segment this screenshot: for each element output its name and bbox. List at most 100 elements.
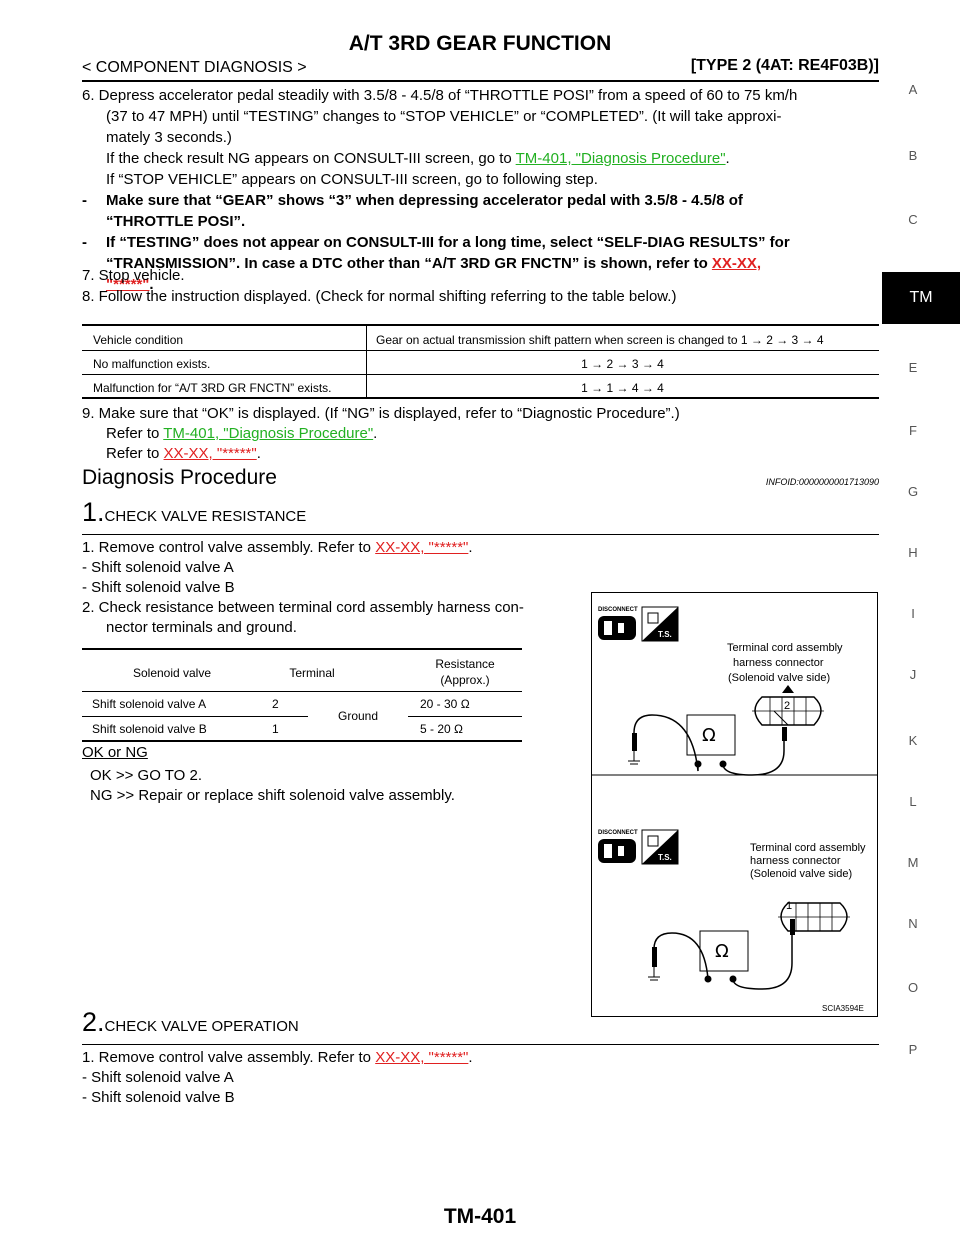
side-index-i[interactable]: I: [911, 606, 915, 621]
type-label: [TYPE 2 (4AT: RE4F03B)]: [690, 57, 879, 74]
side-index-tm-active[interactable]: TM: [882, 272, 960, 324]
bottom-connector-label-2: harness connector: [750, 855, 841, 867]
shift-table-r2c1: Malfunction for “A/T 3RD GR FNCTN” exist…: [93, 381, 332, 395]
bottom-connector-label-3: (Solenoid valve side): [750, 868, 852, 880]
step7: 7. Stop vehicle.: [82, 267, 185, 284]
shift-table-r2c2: 1 → 1 → 4 → 4: [581, 381, 664, 395]
side-index-c[interactable]: C: [908, 212, 918, 227]
step9-line1: 9. Make sure that “OK” is displayed. (If…: [82, 405, 680, 422]
step6-bullet2b: “TRANSMISSION”. In case a DTC other than…: [106, 255, 762, 272]
top-connector-label-1: Terminal cord assembly: [727, 642, 843, 654]
side-index-g[interactable]: G: [907, 484, 919, 499]
top-connector-label-2: harness connector: [733, 657, 824, 669]
side-index-b[interactable]: B: [908, 148, 918, 163]
figure-code: SCIA3594E: [822, 1004, 864, 1013]
link-xx-xx[interactable]: XX-XX, "*****": [375, 539, 469, 556]
res-r2-solenoid: Shift solenoid valve B: [92, 722, 207, 736]
step9-line3: Refer to XX-XX, "*****".: [106, 445, 261, 462]
check2-rule: [82, 1044, 879, 1045]
step6-line3: mately 3 seconds.): [106, 129, 232, 146]
disconnect-label: DISCONNECT: [598, 607, 638, 613]
table-rule: [82, 350, 879, 351]
check1-line1: 1. Remove control valve assembly. Refer …: [82, 539, 473, 556]
step6-bullet1a: Make sure that “GEAR” shows “3” when dep…: [106, 192, 743, 209]
side-index-n[interactable]: N: [908, 916, 918, 931]
link-xx-xx[interactable]: XX-XX,: [711, 255, 762, 272]
disconnect-icon: [598, 616, 636, 640]
connector-arrow-icon: [782, 685, 794, 693]
header-rule: [82, 80, 879, 82]
bullet-dash: -: [82, 234, 87, 251]
step6-bullet2a: If “TESTING” does not appear on CONSULT-…: [106, 234, 790, 251]
step6-line2: (37 to 47 MPH) until “TESTING” changes t…: [106, 108, 782, 125]
harness-connector-icon: [752, 696, 824, 726]
res-ground: Ground: [337, 709, 379, 723]
side-index-h[interactable]: H: [908, 545, 918, 560]
link-xx-xx[interactable]: XX-XX, "*****": [163, 445, 257, 462]
check1-line4: 2. Check resistance between terminal cor…: [82, 599, 524, 616]
res-header-resistance: Resistance: [435, 657, 495, 671]
link-tm-401[interactable]: TM-401, "Diagnosis Procedure": [515, 150, 726, 167]
link-xx-xx[interactable]: XX-XX, "*****": [375, 1049, 469, 1066]
res-r1-terminal: 2: [272, 697, 279, 711]
side-index-e[interactable]: E: [908, 360, 918, 375]
ok-result[interactable]: OK >> GO TO 2.: [90, 767, 202, 784]
res-r1-value: 20 - 30 Ω: [420, 697, 470, 711]
page-number: TM-401: [443, 1205, 517, 1228]
harness-connector-icon: [778, 902, 850, 932]
check1-line5: nector terminals and ground.: [106, 619, 297, 636]
top-terminal-number: 2: [784, 700, 790, 712]
ng-result: NG >> Repair or replace shift solenoid v…: [90, 787, 455, 804]
check1-line2: - Shift solenoid valve A: [82, 559, 234, 576]
res-header-approx: (Approx.): [440, 673, 490, 687]
res-table-rule-bottom: [82, 740, 522, 742]
check1-heading: 1.CHECK VALVE RESISTANCE: [82, 497, 307, 527]
ohm-symbol: Ω: [702, 725, 716, 746]
bullet-dash: -: [82, 192, 87, 209]
probe-icon: [790, 919, 795, 935]
side-index-o[interactable]: O: [907, 980, 919, 995]
side-index-k[interactable]: K: [908, 733, 918, 748]
check2-line3: - Shift solenoid valve B: [82, 1089, 235, 1106]
side-index-m[interactable]: M: [907, 855, 919, 870]
res-r2-value: 5 - 20 Ω: [420, 722, 463, 736]
side-index-a[interactable]: A: [908, 82, 918, 97]
side-index-j[interactable]: J: [909, 667, 917, 682]
check2-heading: 2.CHECK VALVE OPERATION: [82, 1007, 299, 1037]
tester-icon: [641, 829, 679, 865]
shift-table-header-1: Vehicle condition: [93, 333, 184, 347]
shift-table-header-2: Gear on actual transmission shift patter…: [376, 333, 824, 347]
ts-label: T.S.: [658, 853, 672, 862]
step8: 8. Follow the instruction displayed. (Ch…: [82, 288, 677, 305]
section-label: < COMPONENT DIAGNOSIS >: [82, 59, 307, 76]
top-connector-label-3: (Solenoid valve side): [728, 672, 830, 684]
res-header-solenoid: Solenoid valve: [132, 666, 212, 680]
link-tm-401[interactable]: TM-401, "Diagnosis Procedure": [163, 425, 374, 442]
diagnosis-procedure-heading: Diagnosis Procedure: [82, 466, 277, 489]
disconnect-icon: [598, 839, 636, 863]
step6-bullet2c: "*****".: [106, 276, 154, 293]
check2-line1: 1. Remove control valve assembly. Refer …: [82, 1049, 473, 1066]
ohmmeter-icon: [699, 930, 749, 972]
wiring-diagram-figure: DISCONNECT T.S. Terminal cord assembly h…: [591, 592, 878, 1017]
info-id: INFOID:0000000001713090: [765, 477, 879, 487]
res-table-rule: [82, 691, 522, 692]
ohmmeter-icon: [686, 714, 736, 756]
wiring-diagram-svg: DISCONNECT T.S. Terminal cord assembly h…: [592, 606, 877, 1013]
side-index-f[interactable]: F: [909, 423, 917, 438]
tester-icon: [641, 606, 679, 642]
side-index-l[interactable]: L: [909, 794, 917, 809]
probe-icon: [652, 947, 657, 967]
bottom-terminal-number: 1: [786, 900, 792, 912]
page-title: A/T 3RD GEAR FUNCTION: [348, 32, 612, 55]
link-xx-xx-stars[interactable]: "*****": [106, 276, 150, 293]
check1-line3: - Shift solenoid valve B: [82, 579, 235, 596]
ohm-symbol: Ω: [715, 941, 729, 962]
step6-line4: If the check result NG appears on CONSUL…: [106, 150, 730, 167]
bottom-connector-label-1: Terminal cord assembly: [750, 842, 866, 854]
res-table-rule: [82, 716, 308, 717]
probe-icon: [782, 727, 787, 741]
res-r2-terminal: 1: [272, 722, 279, 736]
table-rule-top: [82, 324, 879, 326]
side-index-p[interactable]: P: [908, 1042, 918, 1057]
